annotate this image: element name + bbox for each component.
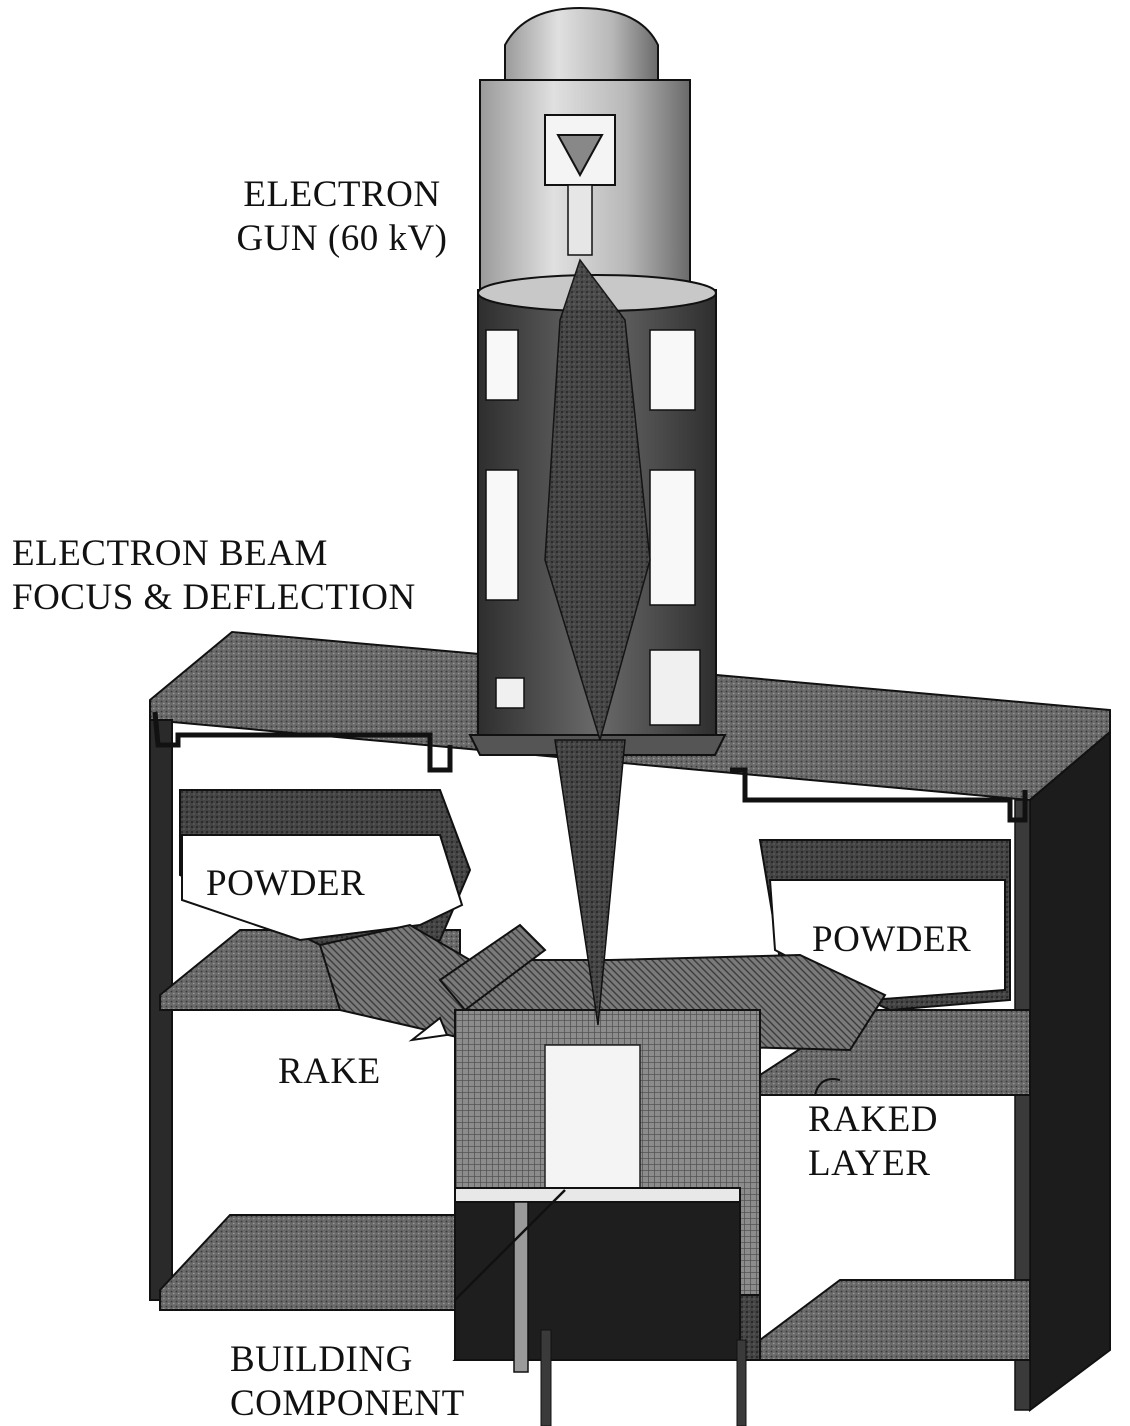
- piston-rod-front: [513, 1201, 529, 1373]
- bottom-slab-right: [759, 1279, 1031, 1361]
- build-tank: [454, 1009, 761, 1426]
- focus-coil-window-1: [485, 329, 519, 401]
- cathode-filament: [556, 134, 604, 178]
- raked-layer-label-line2: LAYER: [808, 1143, 931, 1184]
- building-component-label-line2: COMPONENT: [230, 1383, 465, 1424]
- beam-focus-label-line2: FOCUS & DEFLECTION: [12, 577, 416, 618]
- deflection-coil-window-1: [485, 469, 519, 601]
- rake-blade: [438, 923, 547, 1012]
- beam-lower: [554, 739, 626, 1026]
- lower-coil-window-1: [495, 677, 525, 709]
- powder-hopper-left: [179, 789, 472, 962]
- electron-gun-label-line2: GUN (60 kV): [236, 218, 448, 259]
- powder-label-left: POWDER: [206, 863, 366, 904]
- cathode-stem: [567, 184, 593, 256]
- rake-pointer: [408, 1016, 449, 1042]
- chamber-right-wall: [1029, 729, 1111, 1412]
- powder-label-right: POWDER: [812, 919, 972, 960]
- electron-gun-column: [468, 6, 727, 756]
- build-component: [544, 1044, 641, 1191]
- build-tank-lower: [454, 1201, 741, 1361]
- building-component-label-line1: BUILDING: [230, 1339, 413, 1380]
- support-rod-right: [736, 1339, 747, 1426]
- deflection-coil-window-2: [649, 469, 696, 606]
- support-rod-left: [540, 1329, 552, 1426]
- gun-cap: [504, 6, 659, 86]
- raked-layer-label-line1: RAKED: [808, 1099, 938, 1140]
- bottom-slab-left: [159, 1214, 456, 1311]
- electron-gun-label: ELECTRON GUN (60 kV): [222, 173, 462, 261]
- raked-layer-leader: [814, 1078, 841, 1096]
- build-platform: [454, 1187, 741, 1203]
- building-component-leader: [454, 1189, 566, 1301]
- lower-coil-window-2: [649, 649, 701, 726]
- electron-gun-label-line1: ELECTRON: [243, 174, 441, 215]
- focus-coil-window-2: [649, 329, 696, 411]
- building-component-label: BUILDING COMPONENT: [230, 1338, 465, 1426]
- beam-focus-label: ELECTRON BEAM FOCUS & DEFLECTION: [12, 532, 416, 620]
- raked-layer-label: RAKED LAYER: [808, 1098, 938, 1186]
- rail-right: [730, 767, 1028, 823]
- electron-beam: [544, 258, 651, 1026]
- beam-focus-label-line1: ELECTRON BEAM: [12, 533, 328, 574]
- rake-label: RAKE: [278, 1051, 381, 1092]
- rail-left: [152, 711, 453, 773]
- leader-lines: [454, 1078, 841, 1301]
